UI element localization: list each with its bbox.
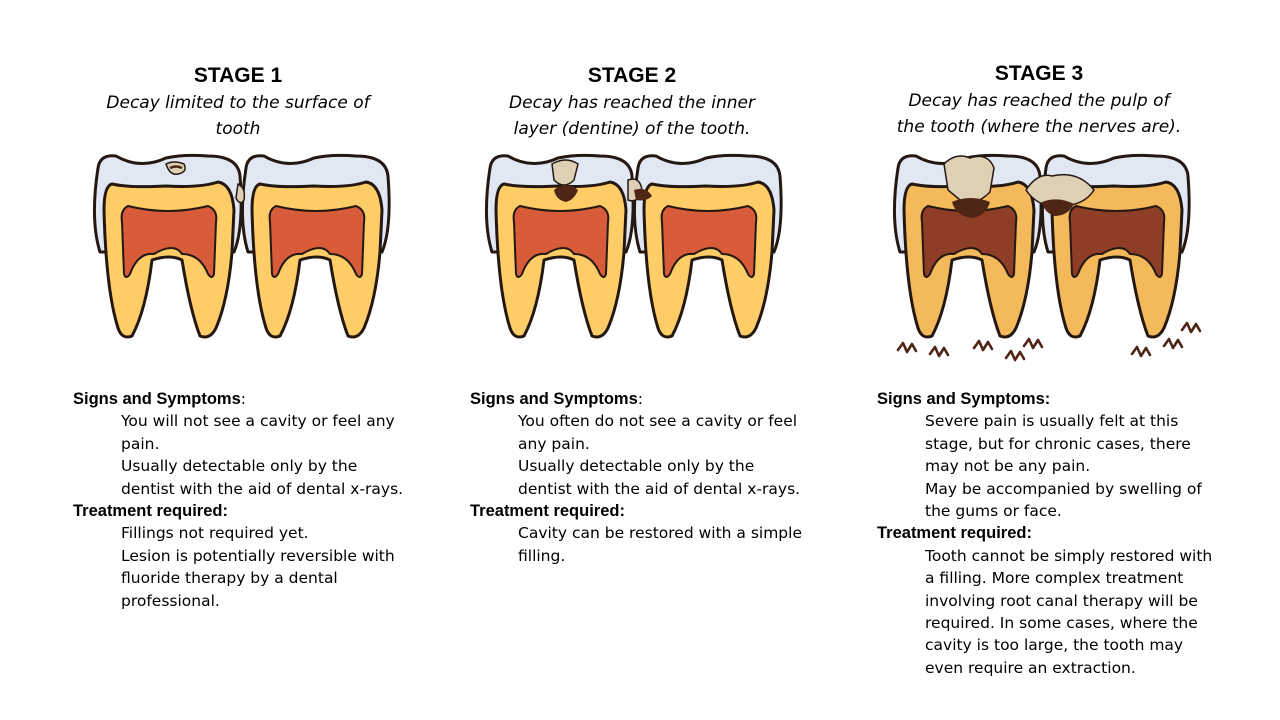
- stage-3-subtitle: Decay has reached the pulp of the tooth …: [869, 88, 1209, 140]
- treatment-required-heading: Treatment required:: [470, 502, 625, 521]
- tooth-pulp: [660, 204, 758, 278]
- tooth-pulp: [120, 204, 218, 278]
- stage-2-title: STAGE 2: [587, 64, 677, 87]
- stage-3-info: Signs and Symptoms: Severe pain is usual…: [877, 388, 1247, 679]
- tooth: [1025, 153, 1191, 339]
- signs-and-symptoms-heading: Signs and Symptoms:: [877, 390, 1051, 408]
- stage-1-subtitle: Decay limited to the surface of tooth: [78, 90, 398, 142]
- stage-3-title: STAGE 3: [994, 62, 1084, 85]
- decay-spot: [554, 185, 578, 202]
- stage-2-subtitle-line: layer (dentine) of the tooth.: [513, 119, 751, 139]
- tooth: [484, 153, 635, 339]
- decay-spot: [165, 161, 186, 176]
- decay-spot: [634, 188, 652, 201]
- stage-2-subtitle: Decay has reached the inner layer (denti…: [472, 90, 792, 142]
- stage-1-teeth-illustration: [92, 153, 391, 339]
- tooth: [92, 153, 243, 339]
- pain-squiggle-icon: [1130, 345, 1152, 358]
- pain-squiggle-icon: [896, 341, 918, 354]
- decay-spot: [952, 198, 990, 218]
- tooth-pulp: [512, 204, 610, 278]
- pain-squiggle-icon: [928, 345, 950, 358]
- stage-2-teeth-illustration: [484, 153, 783, 339]
- signs-and-symptoms-heading: Signs and Symptoms:: [73, 390, 247, 408]
- pain-squiggle-icon: [1022, 337, 1044, 350]
- pain-squiggle-icon: [1162, 337, 1184, 350]
- stage-3-teeth-illustration: [892, 153, 1202, 362]
- decay-spot: [169, 165, 183, 170]
- stage-2-info: Signs and Symptoms: You often do not see…: [470, 388, 830, 567]
- treatment-required-heading: Treatment required:: [877, 524, 1032, 543]
- decay-spot: [1042, 199, 1074, 216]
- stage-1-title: STAGE 1: [193, 64, 283, 87]
- pain-squiggle-icon: [972, 339, 994, 352]
- stage-1-subtitle-line: Decay limited to the surface of: [106, 93, 370, 113]
- stage-1-subtitle-line: tooth: [215, 119, 261, 139]
- signs-and-symptoms-heading: Signs and Symptoms:: [470, 390, 644, 408]
- tooth-pulp: [268, 204, 366, 278]
- tooth: [892, 153, 1043, 339]
- tooth: [627, 153, 783, 339]
- treatment-item: Fillings not required yet.: [121, 524, 309, 543]
- tooth-pulp: [1068, 204, 1166, 278]
- stage-1-info: Signs and Symptoms: You will not see a c…: [73, 388, 433, 612]
- stage-3-subtitle-line: Decay has reached the pulp of: [908, 91, 1170, 111]
- decay-spot: [235, 182, 246, 204]
- stage-2-subtitle-line: Decay has reached the inner: [509, 93, 755, 113]
- tooth: [235, 153, 391, 339]
- pain-squiggle-icon: [1004, 349, 1026, 362]
- stage-3-subtitle-line: the tooth (where the nerves are).: [896, 117, 1182, 137]
- decay-spot: [551, 159, 579, 186]
- tooth-pulp: [920, 204, 1018, 278]
- treatment-required-heading: Treatment required:: [73, 502, 228, 521]
- pain-squiggle-icon: [1180, 321, 1202, 334]
